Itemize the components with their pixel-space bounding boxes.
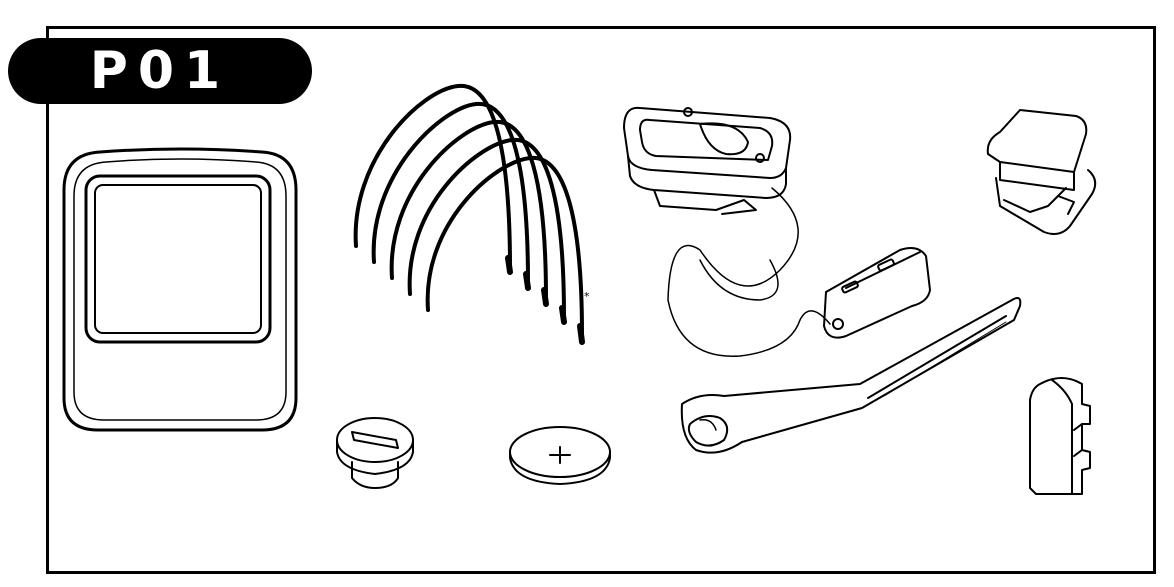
bike-computer-icon [62, 147, 298, 432]
coin-battery-icon [509, 426, 611, 485]
handlebar-mount-icon [623, 106, 931, 357]
cable-tie-marker: * [584, 290, 590, 303]
cable-ties-icon [353, 83, 585, 345]
badge-label: P01 [89, 41, 231, 101]
parts-frame [46, 26, 1156, 574]
battery-cover-icon [336, 417, 414, 489]
clip-icon [986, 109, 1097, 235]
spacer-icon [1029, 377, 1091, 495]
part-badge: P01 [8, 38, 312, 104]
rubber-strap-icon [680, 297, 1022, 454]
